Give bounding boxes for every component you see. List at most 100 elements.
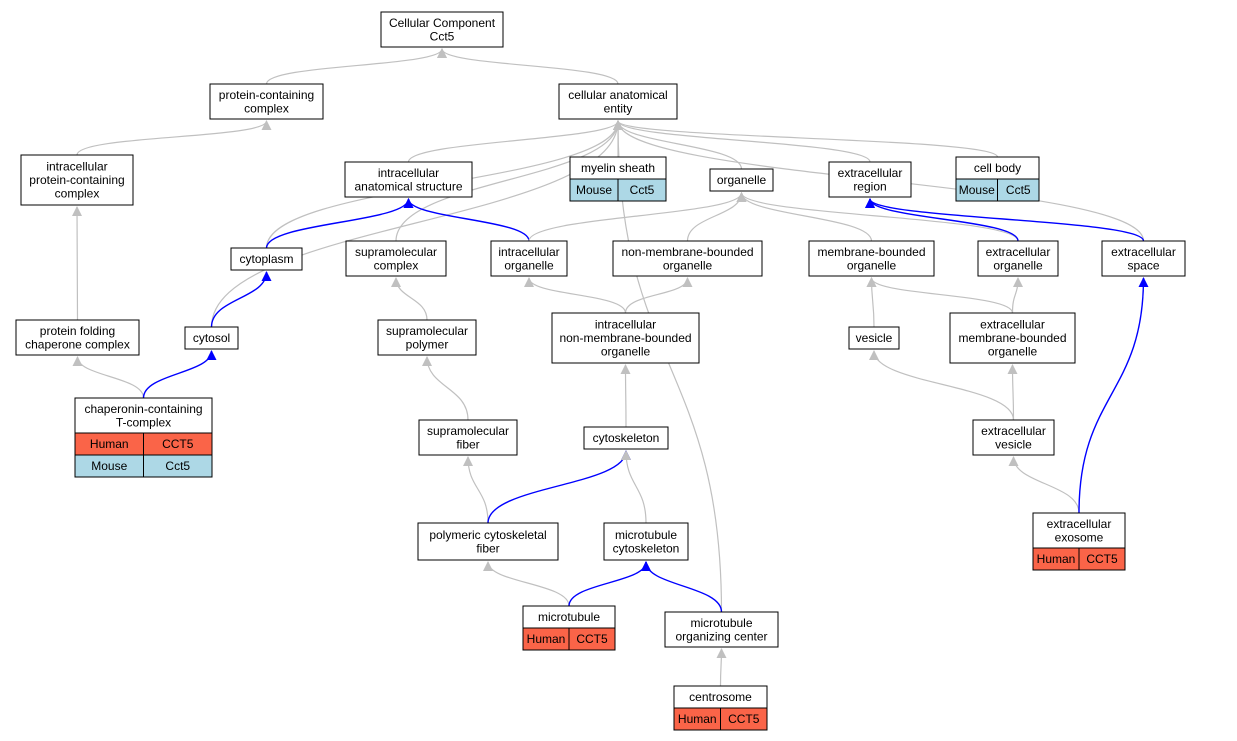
node-label: complex [55,187,100,201]
node-label: Cct5 [430,29,455,43]
node-label: cell body [974,161,1021,175]
gene-cell [143,454,213,478]
gene-label: CCT5 [162,437,194,451]
node-label: organelle [663,258,713,272]
node-box [808,240,935,277]
node-cytoplasm[interactable]: cytoplasm [230,247,303,271]
gene-cell [720,707,768,731]
node-box [345,240,447,277]
node-label: exosome [1055,530,1104,544]
gene-label: CCT5 [1086,552,1118,566]
node-label: chaperone complex [25,337,130,351]
node-box [74,397,213,434]
species-label: Human [1037,552,1076,566]
edge-intracellular-anatomical-structure-to-cellular-anatomical-entity [407,120,623,163]
node-box [848,326,900,350]
node-label: intracellular [595,318,656,332]
edge-polymeric-cytoskeletal-fiber-to-cytoskeleton [487,450,631,524]
node-box [418,419,518,456]
node-label: membrane-bounded [817,245,925,259]
node-box [828,161,912,198]
node-box [377,319,477,356]
node-box [1101,240,1186,277]
node-vesicle[interactable]: vesicle [848,326,900,350]
node-label: membrane-bounded [958,331,1066,345]
edge-intracellular-protein-containing-complex-to-protein-containing-complex [76,120,272,156]
node-label: Cellular Component [389,16,496,30]
edge-vesicle-to-membrane-bounded-organelle [866,277,877,328]
node-cytoskeleton[interactable]: cytoskeleton [583,426,669,450]
edge-extracellular-vesicle-to-vesicle [869,350,1015,421]
node-cytosol[interactable]: cytosol [184,326,239,350]
gene-label: CCT5 [728,712,760,726]
node-box [551,312,700,364]
edge-cytosol-to-cytoplasm [210,271,272,328]
node-label: extracellular [986,245,1051,259]
node-box [1032,512,1126,549]
node-label: extracellular [980,318,1045,332]
node-label: intracellular [378,166,439,180]
node-label: space [1127,258,1159,272]
edge-intracellular-organelle-to-organelle [528,192,747,242]
node-label: organelle [717,173,767,187]
node-label: organelle [988,345,1038,359]
species-label: Mouse [91,459,127,473]
node-label: organelle [601,345,651,359]
node-label: T-complex [116,415,171,429]
node-label: microtubule [615,528,677,542]
edge-chaperonin-containing-t-complex-to-protein-folding-chaperone-complex [72,356,145,399]
species-label: Human [527,632,566,646]
node-organelle[interactable]: organelle [709,168,774,192]
node-label: protein-containing [219,88,314,102]
node-label: polymer [406,337,449,351]
node-label: vesicle [995,437,1032,451]
species-label: Mouse [959,183,995,197]
node-box [380,11,504,48]
node-box [612,240,763,277]
node-box [583,426,669,450]
gene-cell [568,627,616,651]
node-intracellular-non-membrane-bounded-organelle[interactable]: intracellularnon-membrane-boundedorganel… [551,312,700,364]
gene-label: CCT5 [576,632,608,646]
node-label: cellular anatomical [568,88,667,102]
edges-layer [72,48,1149,687]
node-label: intracellular [498,245,559,259]
node-label: extracellular [1047,517,1112,531]
node-label: extracellular [1111,245,1176,259]
edge-cytosol-to-cellular-anatomical-entity [210,120,623,328]
node-label: organizing center [675,629,767,643]
edge-microtubule-organizing-center-to-microtubule-cytoskeleton [641,561,723,613]
edge-centrosome-to-microtubule-organizing-center [716,648,727,687]
edge-microtubule-to-polymeric-cytoskeletal-fiber [483,561,570,607]
node-label: organelle [504,258,554,272]
edge-membrane-bounded-organelle-to-organelle [736,192,873,242]
node-label: protein folding [40,324,115,338]
edge-extracellular-organelle-to-organelle [736,192,1019,242]
